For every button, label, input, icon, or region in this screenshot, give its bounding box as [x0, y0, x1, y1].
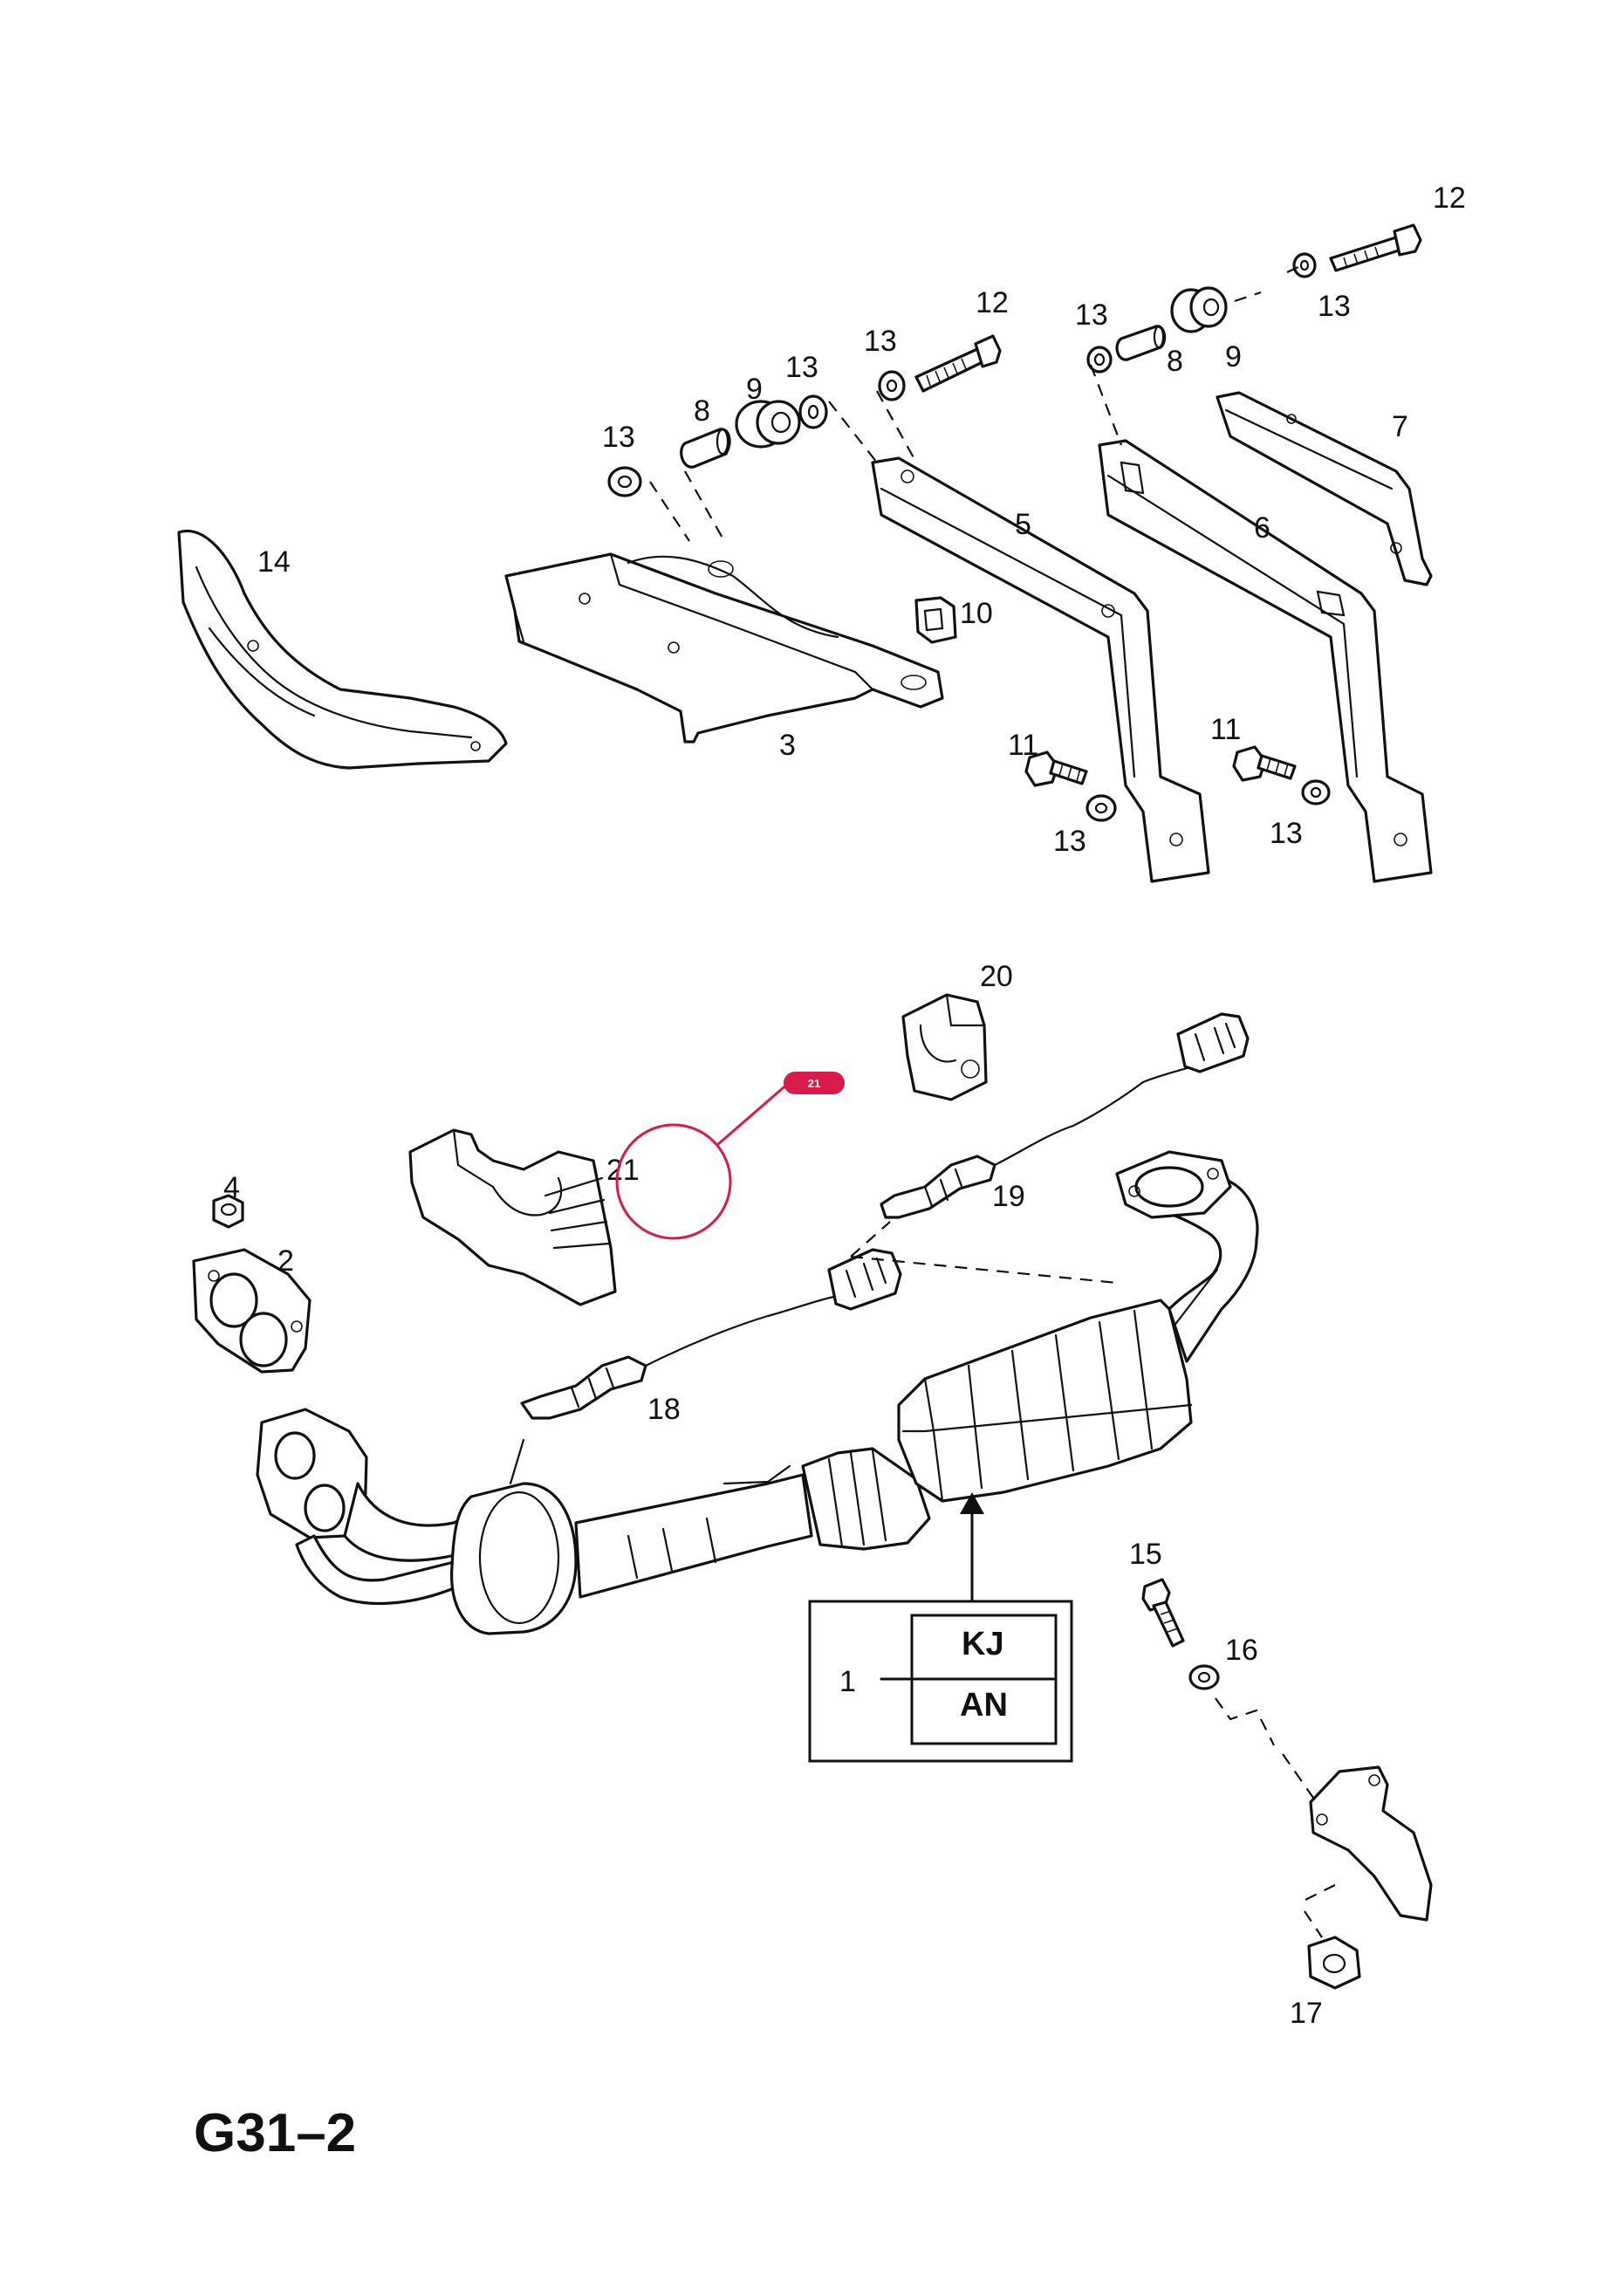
callout-labels: 12 13 13 8 9 12 13 13 9 8 13 7 5 6 14 10… — [223, 182, 1466, 2030]
callout-12: 12 — [976, 286, 1009, 319]
bracket-part-6[interactable] — [1098, 439, 1433, 883]
callout-6: 6 — [1254, 511, 1270, 545]
callout-8: 8 — [694, 394, 710, 428]
oxygen-sensor-part-18[interactable] — [520, 1294, 839, 1420]
callout-11: 11 — [1008, 729, 1038, 762]
sensor-connector-part-19[interactable] — [1176, 1012, 1250, 1073]
highlight-pill-label: 21 — [808, 1077, 820, 1090]
rear-flange-part-1[interactable] — [1309, 1765, 1433, 1922]
assembly-lines-top — [649, 265, 1301, 542]
callout-19: 19 — [992, 1180, 1025, 1213]
callout-13: 13 — [1075, 298, 1108, 332]
callout-7: 7 — [1392, 410, 1408, 443]
callout-13: 13 — [1318, 290, 1351, 323]
gasket-part-2[interactable] — [192, 1248, 312, 1374]
bolt-part-11-right[interactable] — [1232, 745, 1297, 782]
callout-15: 15 — [1129, 1538, 1162, 1571]
callout-3: 3 — [779, 729, 796, 762]
washer-part-13-c[interactable] — [878, 370, 906, 401]
clip-part-10[interactable] — [914, 596, 957, 644]
sensor-clip-part-20[interactable] — [901, 993, 988, 1101]
callout-17: 17 — [1290, 1997, 1323, 2030]
variant-label-kj: KJ — [962, 1626, 1004, 1662]
nut-part-4[interactable] — [212, 1194, 244, 1229]
bracket-part-21[interactable] — [408, 1128, 617, 1306]
callout-13: 13 — [1270, 817, 1303, 850]
callout-14: 14 — [257, 545, 291, 579]
washer-part-13-e[interactable] — [1292, 252, 1317, 278]
assembly-lines-bottom — [509, 1221, 1336, 1938]
callout-8: 8 — [1167, 345, 1183, 378]
washer-part-13-f[interactable] — [1085, 794, 1117, 822]
callout-9: 9 — [746, 373, 763, 406]
washer-part-13-g[interactable] — [1301, 779, 1331, 805]
variant-label-an: AN — [960, 1687, 1008, 1724]
callout-13: 13 — [602, 421, 635, 454]
bolt-part-15[interactable] — [1141, 1578, 1185, 1648]
washer-part-13-a[interactable] — [607, 466, 642, 497]
sensor-connector-part-18[interactable] — [827, 1248, 902, 1311]
bracket-part-7[interactable] — [1216, 391, 1433, 586]
spacer-sleeve-part-8-right[interactable] — [1115, 325, 1167, 361]
diagram-code: G31–2 — [194, 2103, 356, 2163]
highlight-circle — [615, 1123, 732, 1240]
callout-5: 5 — [1015, 508, 1031, 541]
heat-shield-part-14[interactable] — [177, 529, 508, 770]
callout-21: 21 — [606, 1154, 640, 1187]
callout-1: 1 — [839, 1665, 856, 1698]
rubber-mount-part-9-right[interactable] — [1170, 286, 1228, 333]
callout-10: 10 — [960, 597, 993, 630]
highlight-marker[interactable]: 21 — [615, 1072, 845, 1240]
variant-box — [808, 1492, 1073, 1763]
bolt-part-12-right[interactable] — [1329, 223, 1422, 272]
callout-12: 12 — [1433, 182, 1466, 215]
highlight-leader-line — [716, 1080, 791, 1147]
hanger-bracket-part-3[interactable] — [504, 552, 944, 744]
bolt-part-12-left[interactable] — [914, 334, 1002, 393]
spacer-sleeve-part-8-left[interactable] — [680, 428, 731, 469]
front-pipe-catalyst-part-1[interactable] — [256, 1150, 1259, 1635]
callout-20: 20 — [980, 960, 1013, 993]
washer-part-13-d[interactable] — [1086, 346, 1113, 374]
callout-13: 13 — [1053, 825, 1086, 858]
callout-18: 18 — [647, 1393, 681, 1426]
callout-2: 2 — [277, 1244, 294, 1278]
callout-13: 13 — [864, 325, 897, 358]
highlight-pill[interactable] — [784, 1072, 845, 1094]
nut-part-17[interactable] — [1307, 1936, 1361, 1990]
bracket-part-5[interactable] — [871, 456, 1210, 883]
callout-16: 16 — [1225, 1634, 1258, 1667]
washer-part-13-b[interactable] — [798, 394, 828, 429]
callout-4: 4 — [223, 1171, 240, 1204]
washer-part-16[interactable] — [1188, 1664, 1220, 1690]
rubber-mount-part-9-left[interactable] — [735, 400, 801, 449]
bolt-part-11-left[interactable] — [1024, 750, 1088, 787]
callout-9: 9 — [1225, 340, 1242, 374]
oxygen-sensor-part-19[interactable] — [880, 1061, 1206, 1219]
callout-11: 11 — [1210, 713, 1241, 746]
callout-13: 13 — [785, 351, 818, 384]
